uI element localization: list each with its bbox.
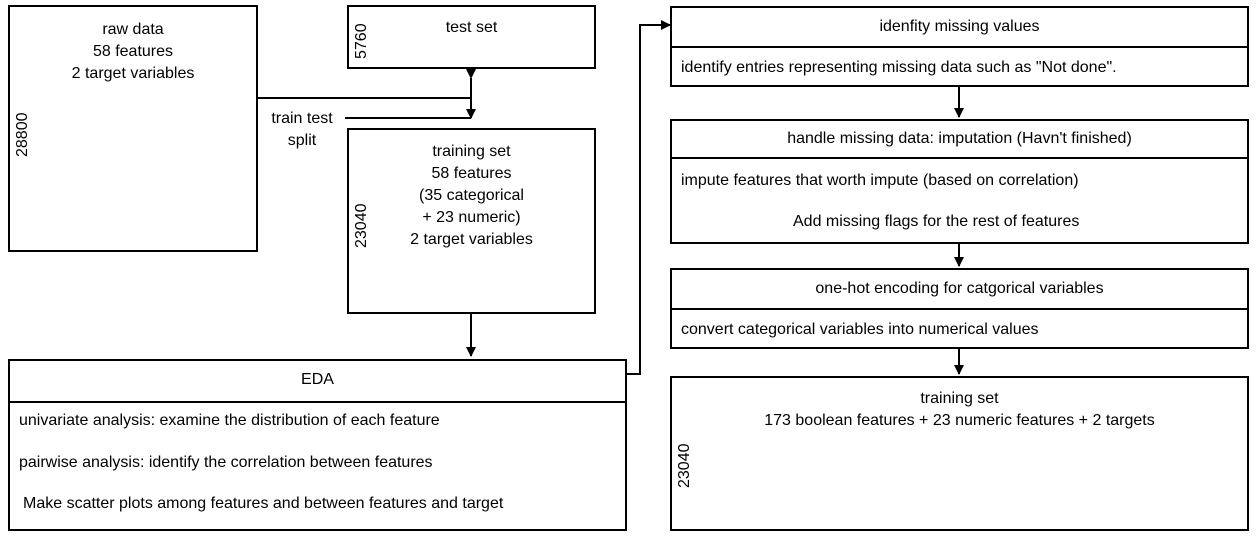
raw-data-count: 28800 bbox=[14, 112, 31, 158]
split-label-line1: train test bbox=[271, 110, 333, 127]
handle-missing-title: handle missing data: imputation (Havn't … bbox=[787, 130, 1132, 147]
final-training-set-count: 23040 bbox=[676, 443, 693, 489]
training-set-categorical: (35 categorical bbox=[419, 187, 524, 204]
test-set-title: test set bbox=[445, 19, 498, 36]
final-training-set-description: 173 boolean features + 23 numeric featur… bbox=[764, 412, 1155, 429]
one-hot-item: convert categorical variables into numer… bbox=[681, 321, 1039, 338]
identify-missing-box: idenfity missing values identify entries… bbox=[670, 6, 1249, 87]
identify-missing-item: identify entries representing missing da… bbox=[681, 59, 1117, 76]
training-set-box: training set 58 features (35 categorical… bbox=[347, 128, 596, 314]
eda-item-univariate: univariate analysis: examine the distrib… bbox=[19, 412, 440, 429]
raw-data-features: 58 features bbox=[92, 43, 174, 60]
eda-title: EDA bbox=[301, 371, 334, 388]
test-set-box: test set 5760 bbox=[347, 5, 596, 69]
training-set-title: training set bbox=[432, 143, 511, 160]
one-hot-header: one-hot encoding for catgorical variable… bbox=[672, 270, 1247, 310]
one-hot-box: one-hot encoding for catgorical variable… bbox=[670, 268, 1249, 349]
identify-missing-header: idenfity missing values bbox=[672, 8, 1247, 48]
eda-header: EDA bbox=[10, 361, 625, 403]
one-hot-title: one-hot encoding for catgorical variable… bbox=[815, 280, 1104, 297]
eda-item-scatter: Make scatter plots among features and be… bbox=[23, 495, 504, 512]
split-label: train test split bbox=[262, 108, 342, 152]
final-training-set-box: training set 173 boolean features + 23 n… bbox=[670, 376, 1249, 531]
eda-box: EDA univariate analysis: examine the dis… bbox=[8, 359, 627, 531]
training-set-targets: 2 target variables bbox=[410, 231, 533, 248]
training-set-numeric: + 23 numeric) bbox=[422, 209, 521, 226]
handle-missing-item-impute: impute features that worth impute (based… bbox=[681, 172, 1079, 189]
training-set-features: 58 features bbox=[431, 165, 512, 182]
handle-missing-item-flags: Add missing flags for the rest of featur… bbox=[793, 213, 1080, 230]
raw-data-targets: 2 target variables bbox=[71, 65, 195, 82]
raw-data-box: raw data 58 features 2 target variables … bbox=[8, 5, 258, 252]
test-set-count: 5760 bbox=[353, 23, 370, 59]
training-set-count: 23040 bbox=[353, 203, 370, 249]
connector-eda-to-identify bbox=[626, 20, 671, 375]
split-label-line2: split bbox=[287, 132, 317, 149]
handle-missing-header: handle missing data: imputation (Havn't … bbox=[672, 121, 1247, 159]
final-training-set-title: training set bbox=[920, 390, 999, 407]
raw-data-title: raw data bbox=[102, 21, 164, 38]
identify-missing-title: idenfity missing values bbox=[879, 18, 1040, 35]
handle-missing-box: handle missing data: imputation (Havn't … bbox=[670, 119, 1249, 244]
eda-item-pairwise: pairwise analysis: identify the correlat… bbox=[19, 454, 433, 471]
